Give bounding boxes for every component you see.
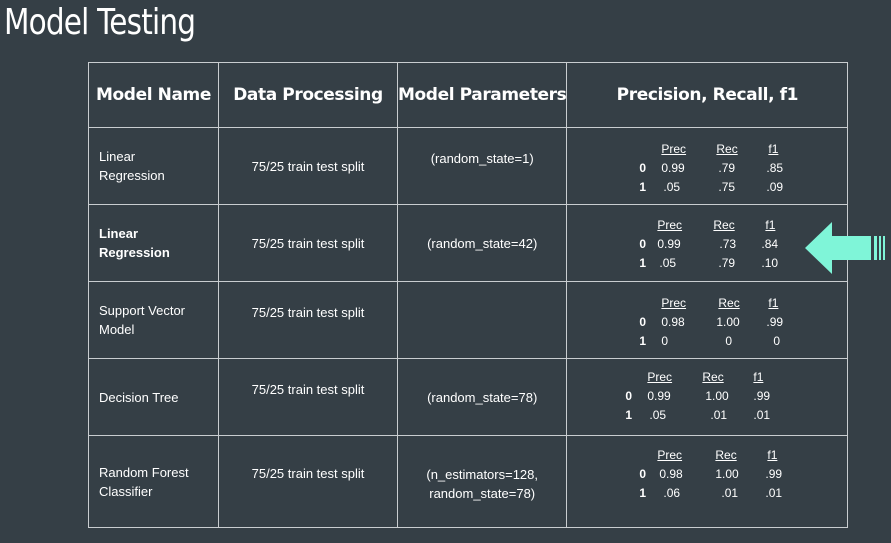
f1-value: .10 — [761, 256, 779, 270]
model-parameters-cell: (random_state=42) — [396, 204, 568, 282]
rec-value: 1.00 — [705, 389, 729, 403]
prec-value: .05 — [663, 180, 681, 194]
metric-label-f1: f1 — [765, 218, 776, 232]
metrics-cell: Prec Rec f1 0 0.98 1.00 .99 1 .06 .01 — [566, 435, 849, 528]
class-label: 1 — [625, 408, 633, 422]
left-arrow-icon — [805, 222, 885, 274]
rec-value: .79 — [718, 256, 736, 270]
f1-value: .01 — [765, 486, 783, 500]
model-name-cell: Linear Regression — [88, 127, 219, 205]
page-title: Model Testing — [4, 2, 196, 43]
prec-value: 0.99 — [661, 161, 685, 175]
class-label: 0 — [639, 315, 647, 329]
table-row: Random Forest Classifier 75/25 train tes… — [88, 435, 849, 528]
header-data-processing: Data Processing — [218, 62, 398, 128]
metrics-cell: Prec Rec f1 0 0.99 .79 .85 1 .05 .75 — [566, 127, 849, 205]
metric-label-rec: Rec — [702, 370, 724, 384]
rec-value: 0 — [725, 334, 733, 348]
f1-value: .99 — [766, 315, 784, 329]
rec-value: .79 — [718, 161, 736, 175]
metric-label-rec: Rec — [715, 448, 737, 462]
rec-value: 1.00 — [715, 467, 739, 481]
prec-value: 0.99 — [647, 389, 671, 403]
rec-value: .01 — [710, 408, 728, 422]
rec-value: .73 — [719, 237, 737, 251]
metrics-cell: Prec Rec f1 0 0.98 1.00 .99 1 0 0 0 — [566, 281, 849, 359]
metric-label-prec: Prec — [661, 142, 687, 156]
metric-label-rec: Rec — [716, 142, 738, 156]
table-row: Decision Tree 75/25 train test split (ra… — [88, 358, 849, 436]
model-parameters-cell — [396, 281, 568, 359]
f1-value: .09 — [766, 180, 784, 194]
metric-label-prec: Prec — [647, 370, 673, 384]
metric-label-f1: f1 — [767, 448, 778, 462]
model-results-table: Model Name Data Processing Model Paramet… — [88, 62, 849, 528]
rec-value: 1.00 — [716, 315, 740, 329]
metric-label-f1: f1 — [768, 142, 779, 156]
data-processing-cell: 75/25 train test split — [218, 204, 398, 282]
metric-label-prec: Prec — [657, 218, 683, 232]
prec-value: 0.98 — [661, 315, 685, 329]
f1-value: .01 — [753, 408, 771, 422]
class-label: 0 — [625, 389, 633, 403]
metric-label-rec: Rec — [718, 296, 740, 310]
class-label: 1 — [639, 334, 647, 348]
metrics-cell: Prec Rec f1 0 0.99 1.00 .99 1 .05 .01 — [566, 358, 849, 436]
table-row: Support Vector Model 75/25 train test sp… — [88, 281, 849, 359]
f1-value: .99 — [765, 467, 783, 481]
prec-value: .05 — [649, 408, 667, 422]
prec-value: 0 — [661, 334, 669, 348]
data-processing-cell: 75/25 train test split — [218, 281, 398, 359]
model-parameters-cell: (random_state=78) — [396, 358, 568, 436]
data-processing-cell: 75/25 train test split — [218, 435, 398, 528]
metric-label-f1: f1 — [753, 370, 764, 384]
class-label: 1 — [639, 486, 647, 500]
prec-value: .06 — [663, 486, 681, 500]
f1-value: .99 — [753, 389, 771, 403]
model-name-cell: Support Vector Model — [88, 281, 219, 359]
rec-value: .75 — [718, 180, 736, 194]
metric-label-prec: Prec — [657, 448, 683, 462]
data-processing-cell: 75/25 train test split — [218, 358, 398, 436]
prec-value: 0.98 — [659, 467, 683, 481]
metric-label-prec: Prec — [661, 296, 687, 310]
metric-label-rec: Rec — [713, 218, 735, 232]
model-name-cell: Random Forest Classifier — [88, 435, 219, 528]
f1-value: .85 — [766, 161, 784, 175]
prec-value: 0.99 — [657, 237, 681, 251]
f1-value: 0 — [773, 334, 781, 348]
class-label: 1 — [639, 180, 647, 194]
rec-value: .01 — [721, 486, 739, 500]
metrics-cell: Prec Rec f1 0 0.99 .73 .84 1 .05 .79 — [566, 204, 849, 282]
class-label: 0 — [639, 161, 647, 175]
table-row: Linear Regression 75/25 train test split… — [88, 204, 849, 282]
model-name-cell: Decision Tree — [88, 358, 219, 436]
header-metrics: Precision, Recall, f1 — [566, 62, 849, 128]
class-label: 0 — [639, 467, 647, 481]
data-processing-cell: 75/25 train test split — [218, 127, 398, 205]
model-name-cell: Linear Regression — [88, 204, 219, 282]
prec-value: .05 — [659, 256, 677, 270]
class-label: 0 — [639, 237, 647, 251]
table-row: Linear Regression 75/25 train test split… — [88, 127, 849, 205]
header-model-parameters: Model Parameters — [396, 62, 568, 128]
header-model-name: Model Name — [88, 62, 219, 128]
class-label: 1 — [639, 256, 647, 270]
f1-value: .84 — [761, 237, 779, 251]
model-parameters-cell: (n_estimators=128, random_state=78) — [396, 435, 568, 528]
metric-label-f1: f1 — [768, 296, 779, 310]
model-parameters-cell: (random_state=1) — [396, 127, 568, 205]
